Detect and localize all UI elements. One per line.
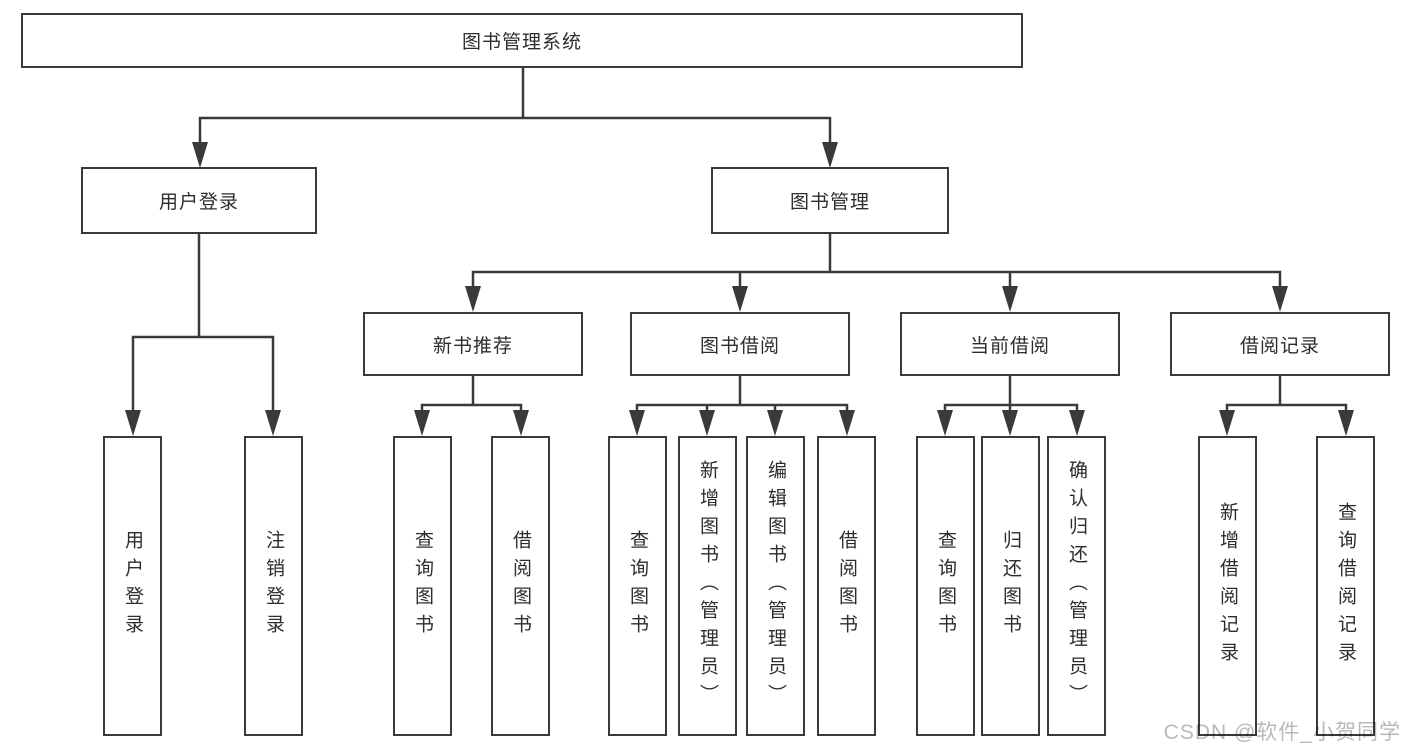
leaf-newbook-query: 查询图书 — [393, 436, 452, 736]
node-current-borrow: 当前借阅 — [900, 312, 1120, 376]
leaf-borrow-add-admin: 新增图书（管理员） — [678, 436, 737, 736]
leaf-current-return: 归还图书 — [981, 436, 1040, 736]
leaf-borrow-edit-admin: 编辑图书（管理员） — [746, 436, 805, 736]
arrowhead-icon — [125, 142, 1354, 436]
leaf-borrow-book: 借阅图书 — [817, 436, 876, 736]
connector-root-branch — [198, 116, 832, 145]
leaf-logout: 注销登录 — [244, 436, 303, 736]
leaf-record-query: 查询借阅记录 — [1316, 436, 1375, 736]
node-new-book-recommend: 新书推荐 — [363, 312, 583, 376]
leaf-newbook-borrow: 借阅图书 — [491, 436, 550, 736]
node-borrow-record: 借阅记录 — [1170, 312, 1390, 376]
connector-bookmgmt-branch — [471, 270, 1282, 289]
leaf-user-login: 用户登录 — [103, 436, 162, 736]
node-user-login: 用户登录 — [81, 167, 317, 234]
leaf-current-query: 查询图书 — [916, 436, 975, 736]
connector-userlogin-branch — [131, 335, 275, 413]
connector-bookmgmt-drops — [738, 272, 1012, 289]
node-book-borrow: 图书借阅 — [630, 312, 850, 376]
connector-borrow-branch — [635, 403, 849, 413]
connector-record-branch — [1225, 403, 1348, 413]
leaf-current-confirm-admin: 确认归还（管理员） — [1047, 436, 1106, 736]
node-system-root: 图书管理系统 — [21, 13, 1023, 68]
leaf-record-add: 新增借阅记录 — [1198, 436, 1257, 736]
connector-newbook-branch — [420, 403, 523, 413]
leaf-borrow-query: 查询图书 — [608, 436, 667, 736]
node-book-management: 图书管理 — [711, 167, 949, 234]
